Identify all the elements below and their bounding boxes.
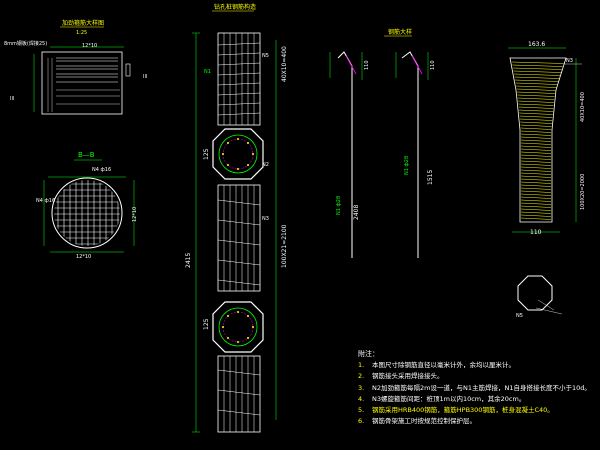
dim-1515: 1515 xyxy=(427,170,434,185)
label-n5-small: N5 xyxy=(516,313,523,319)
dim-110-a: 110 xyxy=(364,60,370,70)
note-item: 3.N2加劲箍筋每隔2m设一道，与N1主筋焊接，N1自身搭接长度不小于10d。 xyxy=(358,383,591,392)
bb-vspacing: 12*10 xyxy=(132,207,138,222)
stiffener-spacing: 12*10 xyxy=(82,43,97,49)
spiral-profile: 163.6 110 40X10=400 100X20=2000 N3 N5 xyxy=(508,41,586,319)
note-item: 4.N3螺旋箍筋间距：桩顶1m以内10cm，其余20cm。 xyxy=(358,394,526,403)
stiffener-title: 加劲箍筋大样图 xyxy=(62,19,104,27)
dim-right-top: 40X10=400 xyxy=(580,92,586,122)
note-item: 2.钢筋接头采用焊接接头。 xyxy=(358,372,444,381)
note-item: 6.钢筋骨架施工时按规范控制保护层。 xyxy=(358,417,476,426)
notes-header: 附注： xyxy=(358,350,379,358)
dim-110-b: 110 xyxy=(430,60,436,70)
svg-text:N1 ф28: N1 ф28 xyxy=(404,156,410,175)
label-n3: N3 xyxy=(262,216,269,222)
svg-text:III: III xyxy=(10,96,14,102)
stiffener-note: 8mm钢板(焊接25) xyxy=(4,40,47,47)
dim-pile-length: 2415 xyxy=(185,253,192,268)
ring-label: N4 ф16 xyxy=(92,167,111,173)
ring-label-2: N4 ф16 xyxy=(36,198,55,204)
pile-elevation: 钻孔桩钢筋构造 2415 40X10=400 100X21=2100 125 1… xyxy=(185,3,288,433)
rebar-detail: 钢筋大样 110 110 2408 1515 N1 ф28 N1 ф28 xyxy=(329,28,436,258)
dim-125-b: 125 xyxy=(203,318,210,330)
dim-total-spacing: 100X21=2100 xyxy=(281,224,288,268)
dim-2408: 2408 xyxy=(353,205,360,220)
svg-text:N1 ф28: N1 ф28 xyxy=(336,196,342,215)
stiffener-scale: 1:25 xyxy=(76,30,87,36)
bb-spacing: 12*10 xyxy=(76,254,91,260)
note-item: 1.本图尺寸除钢筋直径以毫米计外，余均以厘米计。 xyxy=(358,361,515,370)
svg-text:III: III xyxy=(143,74,147,80)
notes-panel: 附注： 1.本图尺寸除钢筋直径以毫米计外，余均以厘米计。 2.钢筋接头采用焊接接… xyxy=(358,349,593,427)
dim-125-a: 125 xyxy=(203,148,210,160)
dim-top-spacing: 40X10=400 xyxy=(281,46,288,82)
section-bb-label: B—B xyxy=(78,151,95,159)
dim-1636: 163.6 xyxy=(528,41,545,48)
note-item: 5.钢筋采用HRB400钢筋，箍筋HPB300钢筋，桩身混凝土C40。 xyxy=(358,406,554,415)
dim-110-bottom: 110 xyxy=(530,229,542,236)
label-n2: N2 xyxy=(262,162,269,168)
label-n5: N5 xyxy=(262,53,269,59)
label-n3-small: N3 xyxy=(566,58,573,64)
stiffener-detail: 加劲箍筋大样图 1:25 8mm钢板(焊接25) 12*10 III III xyxy=(4,19,147,115)
main-title: 钻孔桩钢筋构造 xyxy=(214,3,256,11)
detail-title: 钢筋大样 xyxy=(388,28,412,36)
label-n1: N1 xyxy=(204,69,211,75)
dim-right-bottom: 100X20=2000 xyxy=(580,174,586,210)
